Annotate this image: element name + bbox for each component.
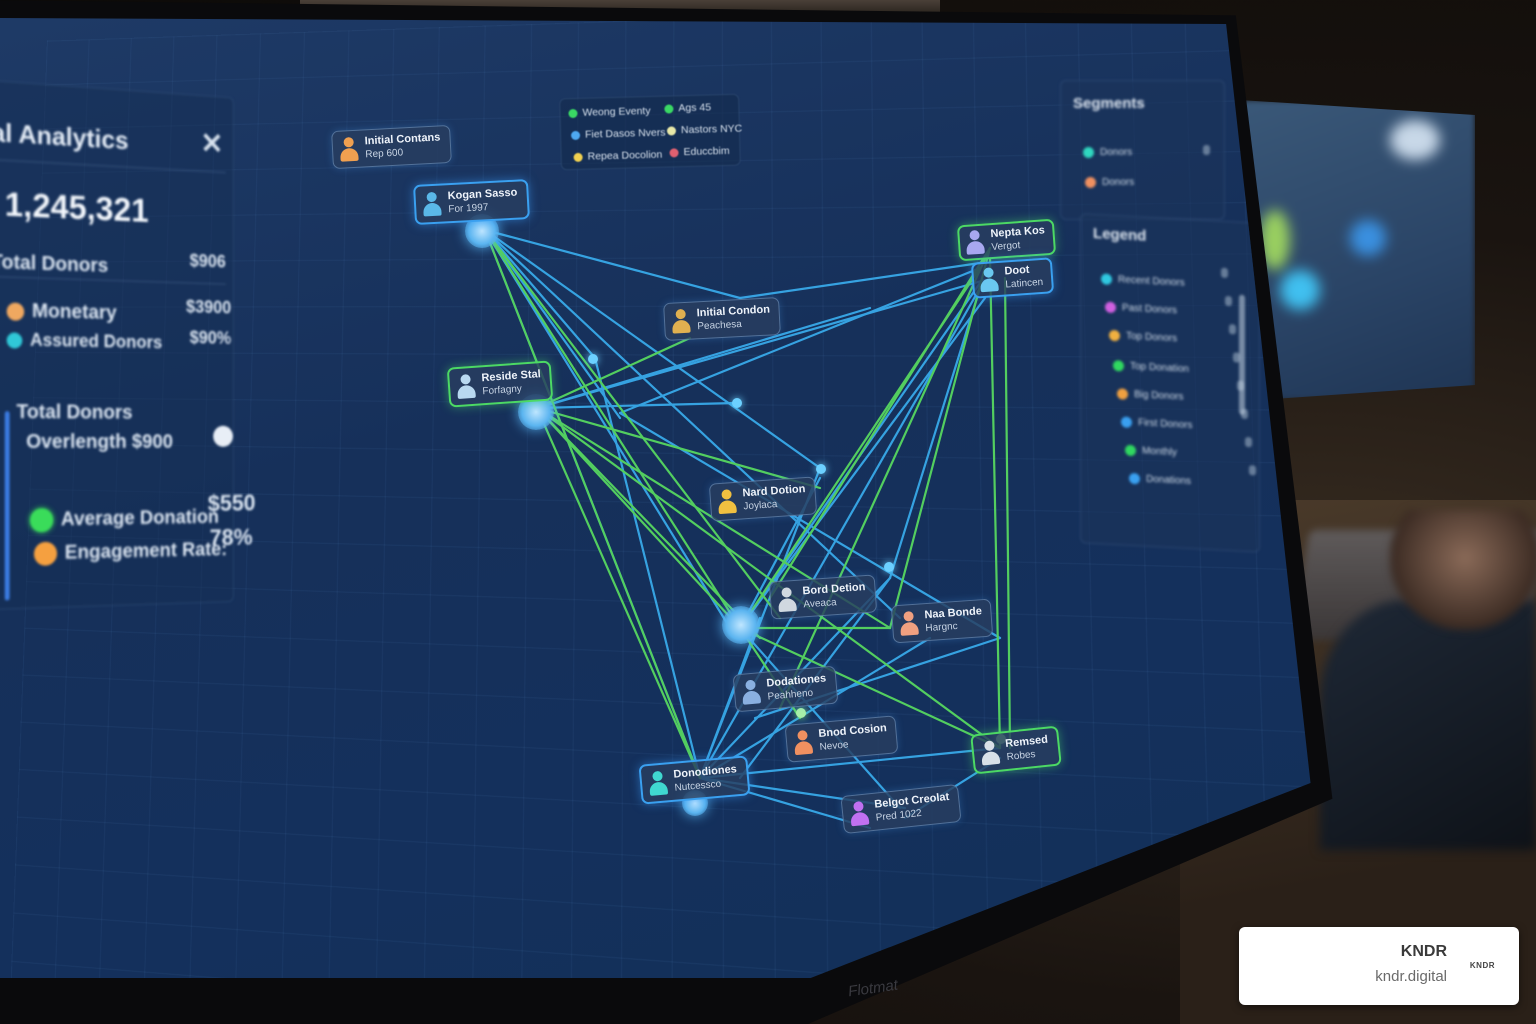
person-icon	[648, 771, 668, 796]
person-icon	[899, 611, 919, 636]
node-subtitle: Peachesa	[697, 318, 743, 333]
person-icon	[777, 587, 797, 612]
dashboard-screen: al Analytics ✕ 1,245,321 Total Donors $9…	[0, 18, 1311, 978]
person-icon	[717, 489, 737, 514]
segments-panel: Segments Donors Donors	[1060, 80, 1225, 220]
person-icon	[980, 740, 1000, 766]
node-subtitle: Forfagny	[482, 383, 523, 397]
teal-dot-icon	[1083, 147, 1094, 158]
person-icon	[422, 192, 441, 217]
person-icon	[671, 309, 690, 334]
background-monitor	[1240, 100, 1475, 400]
segment-item[interactable]: Donors	[1083, 147, 1132, 158]
person-icon	[793, 730, 813, 755]
person-icon	[456, 374, 476, 399]
segment-item[interactable]: Donors	[1085, 177, 1134, 188]
orange-dot-icon	[1085, 177, 1096, 188]
person-arm	[1320, 600, 1536, 850]
junction-node[interactable]	[588, 354, 598, 364]
watermark-card[interactable]: KNDR kndr.digital KNDR	[1239, 927, 1519, 1005]
node-subtitle: Vergot	[991, 239, 1021, 253]
node-subtitle: Latincen	[1005, 276, 1044, 291]
person-hand	[1390, 510, 1536, 630]
person-icon	[741, 679, 761, 704]
segments-title: Segments	[1073, 95, 1145, 112]
segment-label: Donors	[1100, 147, 1133, 158]
node-subtitle: Rep 600	[365, 147, 404, 161]
segment-label: Donors	[1102, 177, 1135, 188]
node-subtitle: Hargnc	[925, 620, 959, 634]
junction-node[interactable]	[816, 464, 826, 474]
kndr-logo-icon: KNDR	[1469, 961, 1495, 970]
node-subtitle: For 1997	[448, 201, 489, 215]
person-icon	[979, 267, 999, 292]
person-icon	[965, 230, 985, 255]
person-icon	[339, 137, 358, 162]
watermark-name: KNDR	[1400, 943, 1447, 960]
person-icon	[849, 801, 869, 827]
junction-node[interactable]	[884, 562, 894, 572]
junction-node[interactable]	[796, 708, 806, 718]
expand-icon[interactable]	[1203, 145, 1210, 155]
watermark-url[interactable]: kndr.digital	[1375, 968, 1447, 985]
junction-node[interactable]	[732, 398, 742, 408]
hub-node[interactable]	[722, 606, 760, 644]
